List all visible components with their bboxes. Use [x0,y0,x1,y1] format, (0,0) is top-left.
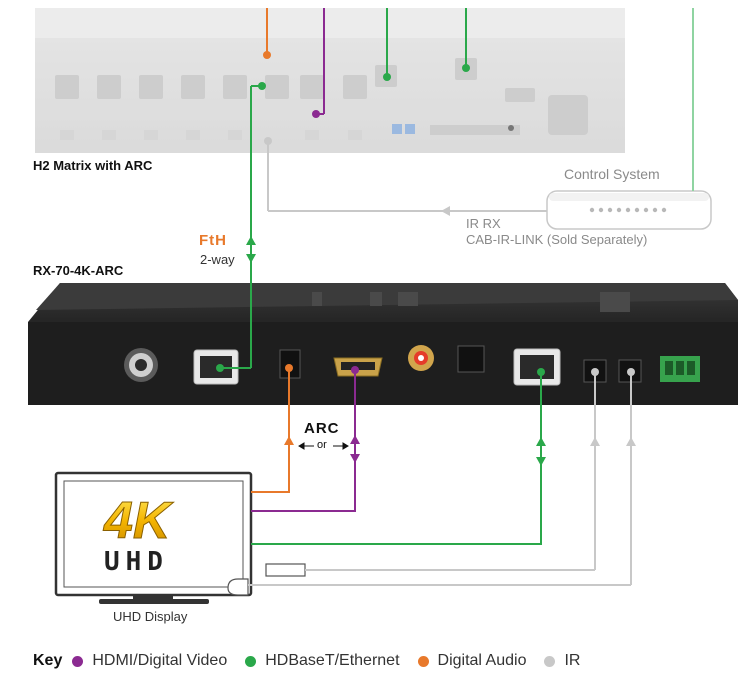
legend: Key HDMI/Digital Video HDBaseT/Ethernet … [33,652,598,670]
arc-label: ARC [304,420,340,437]
receiver-label: RX-70-4K-ARC [33,263,124,278]
display-label: UHD Display [113,609,188,624]
ir-rx-label: IR RX [466,216,501,231]
legend-label-hdmi: HDMI/Digital Video [92,652,228,669]
uhd-display-device [54,471,253,604]
control-system-device [546,190,712,230]
matrix-label: H2 Matrix with ARC [33,158,153,173]
display-uhd-logo: UHD [104,547,169,577]
hdbaset-cable-to-display [251,372,542,545]
legend-dot-audio [417,655,429,667]
ir-emitter-icon [265,563,306,577]
legend-title: Key [33,652,63,669]
legend-label-hdbaset: HDBaseT/Ethernet [265,652,400,669]
legend-dot-ir [544,655,556,667]
legend-label-audio: Digital Audio [437,652,527,669]
legend-item-hdbaset: HDBaseT/Ethernet [245,652,400,670]
h2-matrix-device [35,8,625,153]
hdmi-cable [251,370,356,512]
control-system-label: Control System [564,166,660,182]
rx-70-4k-arc-device [28,283,738,405]
ir-receiver-icon [227,578,249,596]
legend-label-ir: IR [564,652,581,669]
cab-ir-link-label: CAB-IR-LINK (Sold Separately) [466,232,648,247]
ir-cable-to-matrix [267,141,547,212]
legend-dot-hdbaset [245,655,257,667]
legend-dot-hdmi [72,655,84,667]
display-4k-logo: 4K [103,492,174,550]
arc-or-arrows [298,442,349,450]
legend-item-ir: IR [544,652,580,670]
legend-item-audio: Digital Audio [417,652,527,670]
digital-audio-cable [251,368,290,493]
legend-item-hdmi: HDMI/Digital Video [72,652,227,670]
two-way-label: 2-way [200,252,235,267]
or-label: or [317,439,327,451]
fth-logo: FtH [199,232,227,249]
